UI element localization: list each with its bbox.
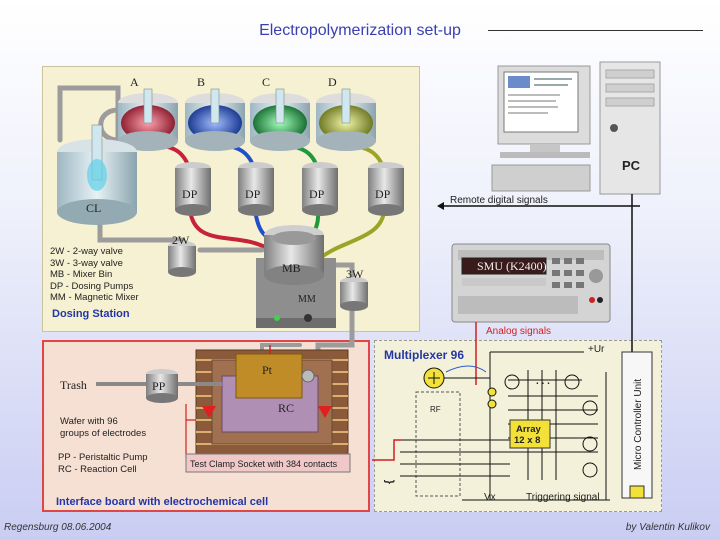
dp-label-1: DP — [182, 187, 198, 201]
analog-signals-label: Analog signals — [486, 326, 551, 337]
reservoir-label-c: C — [262, 75, 270, 89]
three-way-valve: 3W — [340, 267, 368, 311]
array-label-line1: Array — [516, 424, 542, 435]
keyboard-icon — [491, 164, 591, 192]
dp-label-3: DP — [309, 187, 325, 201]
legend-item: 3W - 3-way valve — [50, 257, 123, 269]
multiplexer-circuit — [400, 351, 610, 501]
wafer-label-line1: Wafer with 96 — [60, 416, 118, 427]
mux-dots-label: . . . — [536, 376, 550, 387]
cl-label: CL — [86, 201, 101, 215]
reservoir-bottles — [118, 88, 376, 151]
dosing-legend: 2W - 2-way valve 3W - 3-way valve MB - M… — [50, 246, 139, 304]
wafer-description: Wafer with 96 groups of electrodes — [60, 416, 146, 439]
screen-logo-icon — [508, 76, 530, 88]
rf-label: RF — [430, 405, 441, 414]
valve-3w-label: 3W — [346, 267, 364, 281]
valve-2w-label: 2W — [172, 233, 190, 247]
test-clamp-socket — [185, 453, 351, 473]
pt-label: Pt — [262, 363, 273, 377]
rc-legend: RC - Reaction Cell — [58, 463, 137, 475]
trash-label: Trash — [60, 378, 87, 392]
legend-item: 2W - 2-way valve — [50, 246, 123, 257]
interface-legend: PP - Peristaltic Pump RC - Reaction Cell — [58, 452, 148, 475]
electrochemical-cell: Pt RC — [195, 345, 349, 461]
pp-label: PP — [152, 379, 166, 393]
smu-instrument: SMU (K2400) — [451, 243, 611, 323]
dp-label-4: DP — [375, 187, 391, 201]
page-title: Electropolymerization set-up — [259, 22, 461, 39]
mixer-led-icon — [274, 315, 280, 321]
array-block — [509, 419, 551, 449]
triggering-signal-label: Triggering signal — [526, 492, 600, 503]
array-label-line2: 12 x 8 — [514, 435, 540, 446]
interface-brace-icon: { — [383, 479, 395, 484]
power-button-icon — [610, 124, 618, 132]
cleaning-liquid-bottle: CL — [57, 124, 137, 225]
pc-label: PC — [622, 158, 641, 173]
trigger-icon — [629, 485, 645, 499]
dosing-pumps: DP DP DP DP — [175, 162, 404, 216]
remote-signals-label: Remote digital signals — [450, 195, 548, 206]
title-rule — [488, 30, 703, 31]
multiplexer-title: Multiplexer 96 — [384, 348, 465, 362]
legend-item: DP - Dosing Pumps — [50, 280, 134, 292]
pc-computer: PC — [491, 61, 661, 195]
reservoir-labels: A B C D — [130, 75, 337, 89]
two-way-valve: 2W — [168, 233, 196, 277]
vx-label: Vx — [484, 492, 496, 503]
legend-item: MM - Magnetic Mixer — [50, 292, 139, 303]
mm-label: MM — [298, 294, 316, 305]
socket-label: Test Clamp Socket with 384 contacts — [190, 459, 338, 469]
pp-legend: PP - Peristaltic Pump — [58, 452, 148, 463]
wafer-label-line2: groups of electrodes — [60, 427, 147, 439]
legend-item: MB - Mixer Bin — [50, 269, 113, 280]
reservoir-label-a: A — [130, 75, 139, 89]
interface-board-caption: Interface board with electrochemical cel… — [56, 496, 269, 508]
footer-location-date: Regensburg 08.06.2004 — [4, 522, 112, 533]
micro-controller-label: Micro Controller Unit — [633, 379, 644, 470]
mixer-bin: MB MM — [256, 225, 336, 328]
uref-label: +Ur — [588, 344, 605, 355]
dosing-station-caption: Dosing Station — [52, 308, 130, 320]
mixer-knob-icon — [304, 314, 312, 322]
footer-author: by Valentin Kulikov — [625, 522, 710, 533]
smu-label: SMU (K2400) — [477, 259, 547, 273]
socket-connection-line — [372, 439, 402, 461]
reservoir-label-b: B — [197, 75, 205, 89]
mb-label: MB — [282, 261, 301, 275]
dp-label-2: DP — [245, 187, 261, 201]
micro-controller-unit — [621, 351, 653, 499]
rc-label: RC — [278, 401, 294, 415]
reservoir-label-d: D — [328, 75, 337, 89]
smu-knob-icon — [589, 269, 603, 283]
peristaltic-pump: PP — [146, 369, 178, 403]
